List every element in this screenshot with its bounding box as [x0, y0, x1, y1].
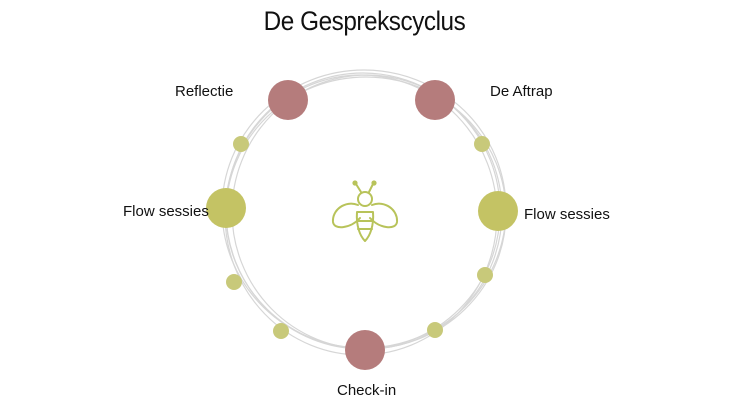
- connector-dot-lower-left-2: [273, 323, 289, 339]
- node-reflectie: [268, 80, 308, 120]
- bee-icon: [331, 180, 399, 242]
- connector-dot-lower-right-1: [477, 267, 493, 283]
- label-checkin: Check-in: [337, 382, 397, 399]
- node-flow-left: [206, 188, 246, 228]
- label-aftrap: De Aftrap: [490, 83, 553, 100]
- label-flow-right: Flow sessies: [524, 206, 610, 223]
- label-reflectie: Reflectie: [175, 83, 234, 100]
- label-flow-left: Flow sessies: [123, 203, 209, 220]
- node-flow-right: [478, 191, 518, 231]
- connector-dot-lower-right-2: [427, 322, 443, 338]
- connector-dot-lower-left-1: [226, 274, 242, 290]
- node-aftrap: [415, 80, 455, 120]
- diagram-title: De Gesprekscyclus: [263, 6, 466, 36]
- node-checkin: [345, 330, 385, 370]
- connector-dot-upper-left: [233, 136, 249, 152]
- connector-dot-upper-right: [474, 136, 490, 152]
